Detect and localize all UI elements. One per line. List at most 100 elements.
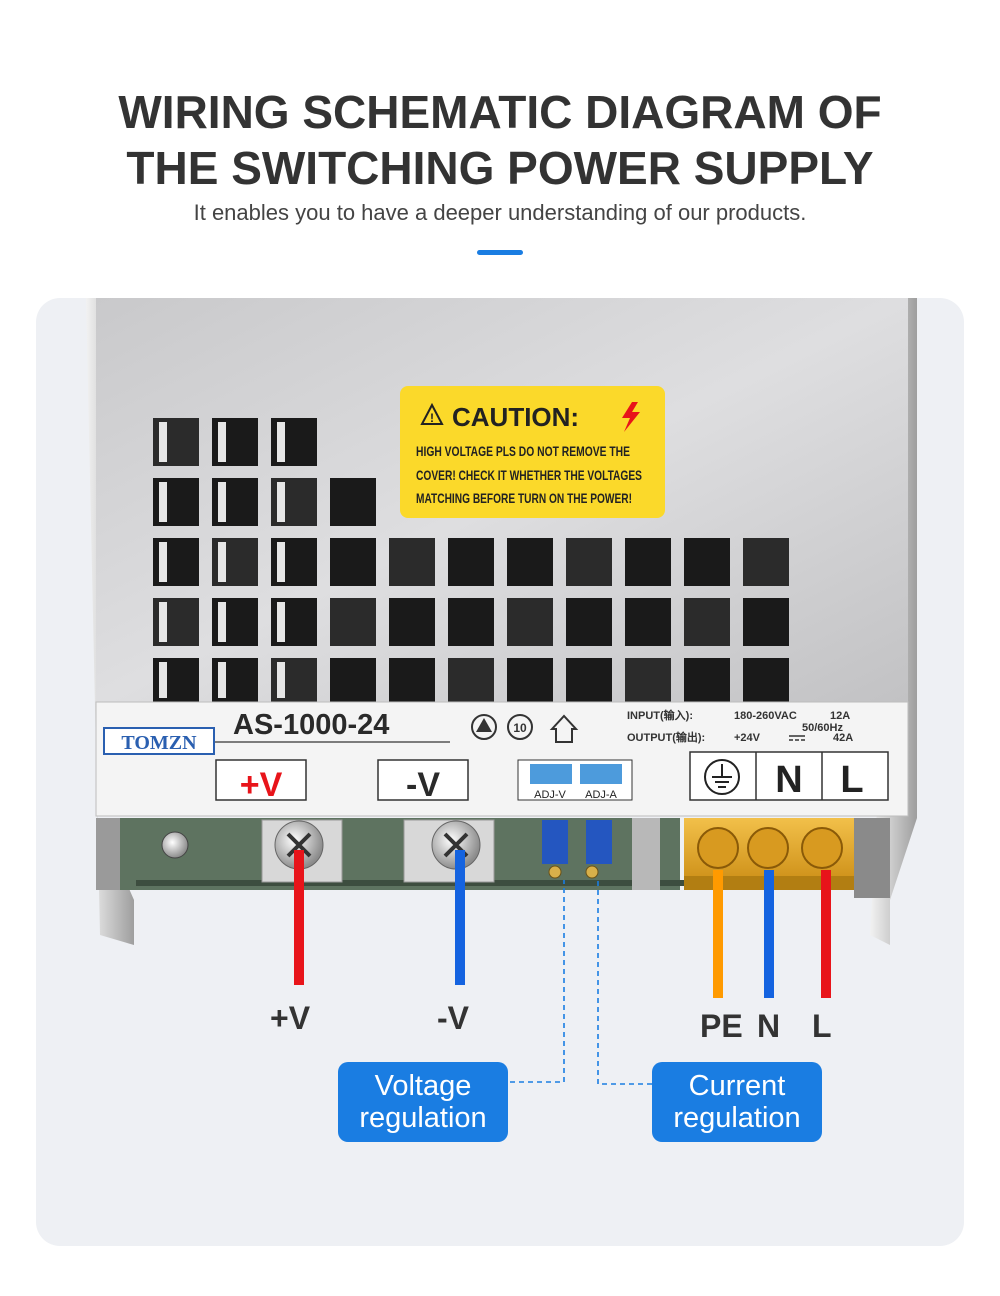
- vent-slot: [566, 658, 612, 702]
- vent-fin: [277, 542, 285, 582]
- vent-slot: [507, 658, 553, 702]
- ground-screw: [161, 831, 189, 859]
- wire-l: [821, 870, 831, 998]
- vent-fin: [218, 602, 226, 642]
- caution-line-1: HIGH VOLTAGE PLS DO NOT REMOVE THE: [416, 443, 630, 459]
- caution-sticker: ! CAUTION: HIGH VOLTAGE PLS DO NOT REMOV…: [400, 386, 665, 518]
- minus-v-marking: -V: [406, 766, 440, 804]
- frequency: 50/60Hz: [802, 722, 843, 734]
- adj-a-label: ADJ-A: [585, 789, 617, 801]
- input-current: 12A: [830, 710, 850, 722]
- vent-slot: [330, 538, 376, 586]
- wire-label-plus-v: +V: [270, 1000, 311, 1036]
- adj-v-sticker: [530, 764, 572, 784]
- vent-fin: [159, 542, 167, 582]
- vent-slot: [330, 478, 376, 526]
- vent-slot: [448, 658, 494, 702]
- wire-plusminus-v: [294, 850, 304, 985]
- brand-logo: TOMZN: [103, 727, 215, 755]
- wire-label-n: N: [757, 1008, 781, 1044]
- vent-fin: [218, 422, 226, 462]
- subtitle: It enables you to have a deeper understa…: [193, 200, 807, 225]
- plus-v-marking: +V: [240, 766, 283, 804]
- title-line-2: THE SWITCHING POWER SUPPLY: [126, 142, 874, 194]
- vent-slot: [389, 538, 435, 586]
- caution-heading: CAUTION:: [452, 402, 579, 432]
- voltage-regulation-callout: Voltage regulation: [338, 1062, 508, 1142]
- current-regulation-callout: Current regulation: [652, 1062, 822, 1142]
- wires: [294, 850, 831, 998]
- vent-fin: [159, 662, 167, 698]
- output-label: OUTPUT(输出):: [627, 730, 705, 744]
- vent-slot: [684, 598, 730, 646]
- vent-slot: [566, 538, 612, 586]
- vent-slot: [684, 538, 730, 586]
- vent-slot: [625, 538, 671, 586]
- vent-fin: [277, 482, 285, 522]
- voltage-potentiometer: [542, 820, 568, 864]
- vent-slot: [743, 658, 789, 702]
- vent-fin: [218, 542, 226, 582]
- svg-text:10: 10: [513, 721, 527, 735]
- wire-n: [764, 870, 774, 998]
- vent-slot: [507, 598, 553, 646]
- plus-v-label-box: [215, 759, 307, 801]
- wire-minus-v: [455, 850, 465, 985]
- vent-slot: [330, 658, 376, 702]
- wire-pe: [713, 870, 723, 998]
- vent-fin: [218, 482, 226, 522]
- vent-slot: [743, 598, 789, 646]
- minus-v-terminal: [403, 819, 495, 883]
- caution-line-3: MATCHING BEFORE TURN ON THE POWER!: [416, 490, 632, 506]
- input-value: 180-260VAC: [734, 710, 797, 722]
- output-current: 42A: [833, 732, 853, 744]
- mark-triangle-icon: [476, 718, 492, 732]
- certification-icons: 10: [471, 714, 579, 743]
- input-label: INPUT(输入):: [627, 708, 693, 722]
- svg-text:!: !: [430, 411, 434, 425]
- vent-slot: [389, 658, 435, 702]
- vent-slot: [507, 538, 553, 586]
- vent-fin: [159, 422, 167, 462]
- vent-fin: [218, 662, 226, 698]
- accent-bar: [477, 250, 523, 255]
- vent-fin: [277, 602, 285, 642]
- dc-symbol-icon: [789, 735, 805, 741]
- adj-a-sticker: [580, 764, 622, 784]
- vent-slot: [566, 598, 612, 646]
- model-number: AS-1000-24: [233, 709, 389, 741]
- vent-fin: [277, 662, 285, 698]
- vent-slot: [625, 598, 671, 646]
- warning-triangle-icon: [420, 402, 444, 425]
- current-leader-line: [597, 880, 652, 1085]
- indoor-use-icon: [549, 714, 579, 743]
- minus-v-label-box: [377, 759, 469, 801]
- vent-slot: [448, 598, 494, 646]
- output-value: +24V: [734, 732, 761, 744]
- title-line-1: WIRING SCHEMATIC DIAGRAM OF: [118, 86, 882, 138]
- voltage-leader-line: [510, 880, 565, 1083]
- ac-screws: [697, 827, 843, 869]
- vent-slot: [625, 658, 671, 702]
- wire-label-minus-v: -V: [437, 1000, 469, 1036]
- lightning-icon: [622, 402, 640, 432]
- ventilation-grid: [153, 418, 789, 702]
- brand-text: TOMZN: [121, 732, 197, 754]
- vent-fin: [159, 602, 167, 642]
- wire-label-pe: PE: [700, 1008, 743, 1044]
- eco-10-icon: [507, 714, 533, 740]
- vent-slot: [389, 598, 435, 646]
- vent-slot: [330, 598, 376, 646]
- wire-label-l: L: [812, 1008, 832, 1044]
- ground-symbol-icon: [704, 759, 740, 795]
- vent-slot: [743, 538, 789, 586]
- current-potentiometer: [586, 820, 612, 864]
- adj-v-label: ADJ-V: [534, 789, 566, 801]
- recycle-mark-icon: [471, 714, 497, 740]
- vent-fin: [159, 482, 167, 522]
- caution-line-2: COVER! CHECK IT WHETHER THE VOLTAGES: [416, 467, 642, 483]
- vent-slot: [448, 538, 494, 586]
- n-marking: N: [775, 759, 802, 801]
- vent-slot: [684, 658, 730, 702]
